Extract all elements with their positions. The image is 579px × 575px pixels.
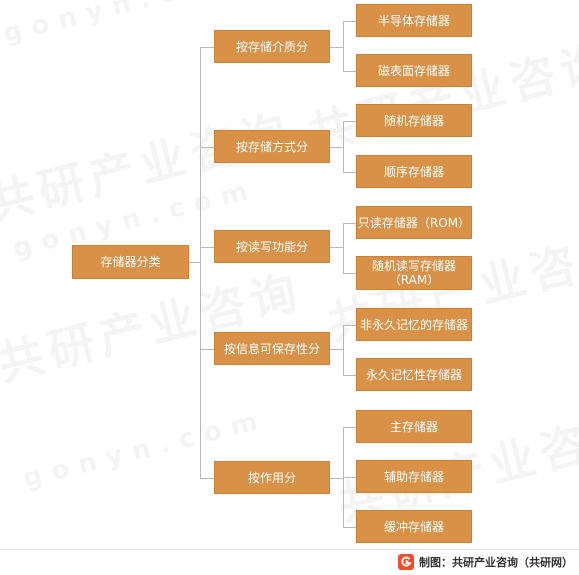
leaf-connector	[330, 477, 343, 479]
watermark-brand: 共研产业咨询	[300, 25, 579, 165]
leaf-node: 永久记忆性存储器	[356, 358, 472, 391]
category-connector	[200, 146, 214, 148]
category-node: 按信息可保存性分	[214, 332, 330, 365]
leaf-node: 随机读写存储器（RAM）	[356, 256, 472, 290]
leaf-node: 非永久记忆的存储器	[356, 308, 472, 341]
root-node: 存储器分类	[72, 245, 189, 279]
leaf-connector	[343, 526, 356, 528]
leaf-node: 半导体存储器	[356, 4, 472, 37]
root-connector	[189, 262, 200, 263]
leaf-node: 顺序存储器	[356, 155, 472, 188]
leaf-connector	[343, 20, 356, 22]
leaf-connector	[330, 348, 343, 350]
watermark-url: gonyn.com	[0, 0, 250, 49]
leaf-connector	[343, 273, 356, 274]
category-node: 按存储介质分	[214, 30, 330, 63]
category-connector	[200, 46, 214, 48]
leaf-connector	[343, 374, 356, 376]
leaf-node: 随机存储器	[356, 104, 472, 137]
leaf-connector	[330, 246, 343, 248]
watermark-brand: 共研产业咨询	[0, 95, 299, 235]
leaf-spine	[343, 120, 344, 173]
leaf-connector	[330, 46, 343, 48]
leaf-node-line: 随机读写存储器	[371, 259, 456, 273]
leaf-connector	[343, 476, 356, 478]
leaf-connector	[343, 324, 356, 326]
leaf-spine	[343, 20, 344, 72]
leaf-node: 辅助存储器	[356, 460, 472, 493]
leaf-connector	[343, 120, 356, 122]
category-node: 按作用分	[214, 461, 330, 494]
brand-logo-icon	[398, 554, 414, 570]
leaf-connector	[343, 222, 356, 224]
leaf-connector	[343, 70, 356, 72]
leaf-connector	[330, 146, 343, 148]
source-credit: 制图：共研产业咨询（共研网）	[398, 553, 573, 571]
category-node: 按存储方式分	[214, 130, 330, 163]
category-connector	[200, 477, 214, 479]
leaf-node-line: （RAM）	[388, 273, 440, 287]
leaf-connector	[343, 171, 356, 173]
source-text: 制图：共研产业咨询（共研网）	[419, 556, 573, 569]
leaf-node: 主存储器	[356, 410, 472, 443]
category-spine	[200, 46, 201, 479]
leaf-node: 磁表面存储器	[356, 54, 472, 87]
leaf-node: 缓冲存储器	[356, 510, 472, 543]
leaf-spine	[343, 222, 344, 274]
leaf-spine	[343, 324, 344, 376]
leaf-node: 只读存储器（ROM）	[356, 206, 472, 239]
category-connector	[200, 348, 214, 350]
category-connector	[200, 246, 214, 248]
category-node: 按读写功能分	[214, 230, 330, 263]
footer-divider	[0, 549, 579, 550]
leaf-connector	[343, 426, 356, 428]
